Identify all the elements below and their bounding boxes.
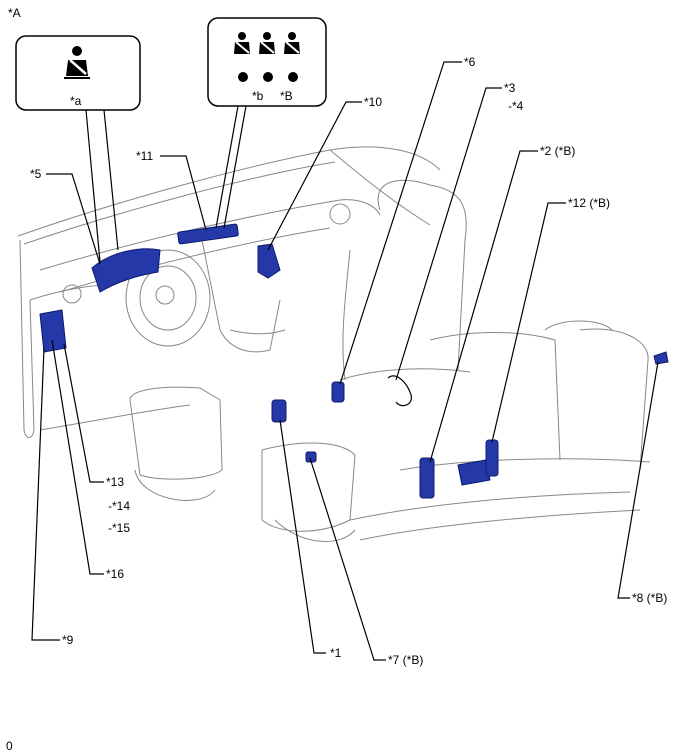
wire-harness [387,375,412,407]
callout-right: *b *B [207,17,327,107]
rear-buckle-right-part [485,439,499,477]
leader-lines [31,61,659,661]
part-labels: *1 *2 (*B) *3 -*4 *5 *6 *7 (*B) *8 (*B) … [30,55,667,667]
label-15: -*15 [108,521,130,535]
label-6: *6 [464,55,476,69]
label-8: *8 (*B) [632,591,667,605]
seat-belt-buckle-driver-part [271,399,287,423]
seatbelt-person-icon [234,32,250,54]
seatbelt-person-icon [284,32,300,54]
callout-left: *a [15,35,141,111]
label-9: *9 [62,633,74,647]
airbag-ecu-left-part [39,309,67,353]
label-4: -*4 [508,99,524,113]
label-1: *1 [330,646,342,660]
figure-label: *A [8,6,21,20]
seat-belt-buckle-passenger-part [331,381,345,403]
car-interior-outline [17,146,651,542]
label-5: *5 [30,167,42,181]
components [39,223,669,499]
label-11: *11 [136,149,153,163]
label-14: -*14 [108,499,130,513]
callout-right-label-B: *B [280,89,293,103]
label-16: *16 [106,567,124,581]
seat-belt-warning-light-part [177,223,239,245]
label-2: *2 (*B) [540,144,575,158]
passenger-airbag-part [257,243,281,279]
combination-meter-part [91,248,161,293]
label-12: *12 (*B) [568,196,610,210]
seatbelt-person-icon [64,46,90,79]
label-7: *7 (*B) [388,653,423,667]
rear-buckle-center-part [457,459,491,486]
label-10: *10 [364,95,382,109]
indicator-dot [238,72,248,82]
seatbelt-person-icon [259,32,275,54]
callout-right-label-b: *b [252,89,264,103]
label-13: *13 [106,475,124,489]
page-number: 0 [6,739,13,753]
rear-buckle-left-part [419,457,435,499]
callout-left-label: *a [70,94,82,108]
label-3: *3 [504,81,516,95]
indicator-dot [263,72,273,82]
indicator-dot [288,72,298,82]
rear-sensor-part [653,351,669,365]
